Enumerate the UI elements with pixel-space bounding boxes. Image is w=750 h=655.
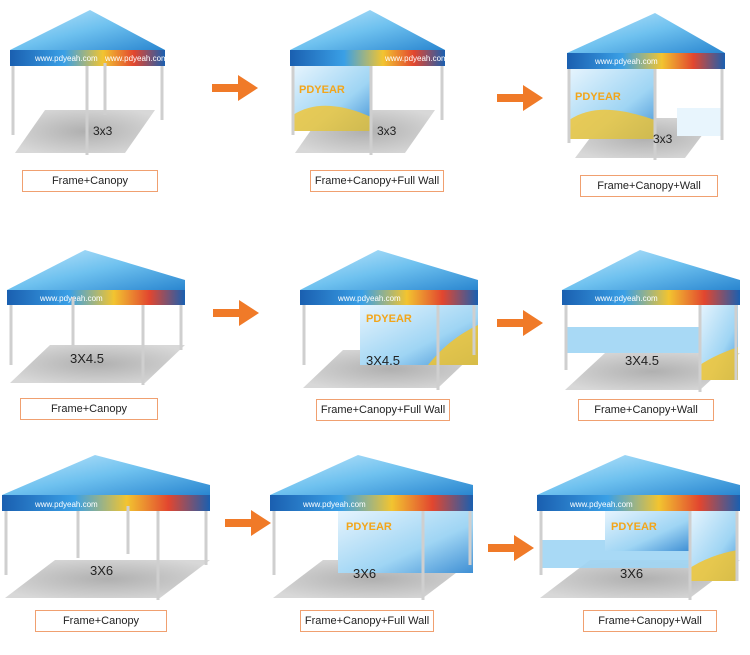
tent-3x3-frame-canopy: www.pdyeah.com www.pdyeah.com 3x3 — [10, 10, 168, 155]
tent-3x3-full-wall: www.pdyeah.com PDYEAR 3x3 — [290, 10, 448, 155]
svg-text:www.pdyeah.com: www.pdyeah.com — [104, 54, 168, 63]
tent-size-text: 3X4.5 — [625, 353, 659, 368]
tent-3x4.5-frame-canopy: www.pdyeah.com 3X4.5 — [7, 250, 185, 385]
option-label: Frame+Canopy — [20, 398, 158, 420]
option-label: Frame+Canopy+Wall — [580, 175, 718, 197]
tent-3x4.5-wall: www.pdyeah.com 3X4.5 — [562, 250, 740, 392]
canopy-website-text: www.pdyeah.com — [594, 294, 658, 303]
arrow-right-icon — [497, 85, 543, 111]
wall-brand-text: PDYEAR — [611, 521, 657, 533]
option-label: Frame+Canopy+Full Wall — [300, 610, 434, 632]
canopy-website-text: www.pdyeah.com — [594, 57, 658, 66]
arrow-right-icon — [488, 535, 534, 561]
canopy-website-text: www.pdyeah.com — [569, 500, 633, 509]
tent-3x6-wall: www.pdyeah.com PDYEAR 3X6 — [537, 455, 740, 600]
wall-brand-text: PDYEAR — [575, 91, 621, 103]
wall-brand-text: PDYEAR — [346, 521, 392, 533]
tent-size-text: 3X6 — [620, 566, 643, 581]
option-label: Frame+Canopy+Wall — [578, 399, 714, 421]
canopy-website-text: www.pdyeah.com — [34, 54, 98, 63]
arrow-right-icon — [213, 300, 259, 326]
option-label: Frame+Canopy — [35, 610, 167, 632]
option-label: Frame+Canopy+Full Wall — [316, 399, 450, 421]
option-label: Frame+Canopy — [22, 170, 158, 192]
tent-size-text: 3X6 — [90, 563, 113, 578]
canopy-website-text: www.pdyeah.com — [34, 500, 98, 509]
wall-brand-text: PDYEAR — [366, 313, 412, 325]
wall-brand-text: PDYEAR — [299, 84, 345, 96]
tent-size-text: 3x3 — [377, 124, 397, 138]
tent-3x3-wall: www.pdyeah.com PDYEAR 3x3 — [567, 13, 725, 160]
arrow-right-icon — [225, 510, 271, 536]
option-label: Frame+Canopy+Wall — [583, 610, 717, 632]
tent-size-text: 3x3 — [93, 124, 113, 138]
tent-3x6-frame-canopy: www.pdyeah.com 3X6 — [2, 455, 210, 600]
canopy-website-text: www.pdyeah.com — [302, 500, 366, 509]
tent-3x4.5-full-wall: www.pdyeah.com PDYEAR 3X4.5 — [300, 250, 478, 390]
tent-size-text: 3x3 — [653, 132, 673, 146]
canopy-website-text: www.pdyeah.com — [384, 54, 448, 63]
arrow-right-icon — [212, 75, 258, 101]
arrow-right-icon — [497, 310, 543, 336]
tent-size-text: 3X4.5 — [366, 353, 400, 368]
option-label: Frame+Canopy+Full Wall — [310, 170, 444, 192]
tent-size-text: 3X4.5 — [70, 351, 104, 366]
canopy-website-text: www.pdyeah.com — [337, 294, 401, 303]
tent-3x6-full-wall: www.pdyeah.com PDYEAR 3X6 — [270, 455, 473, 600]
tent-size-text: 3X6 — [353, 566, 376, 581]
canopy-website-text: www.pdyeah.com — [39, 294, 103, 303]
